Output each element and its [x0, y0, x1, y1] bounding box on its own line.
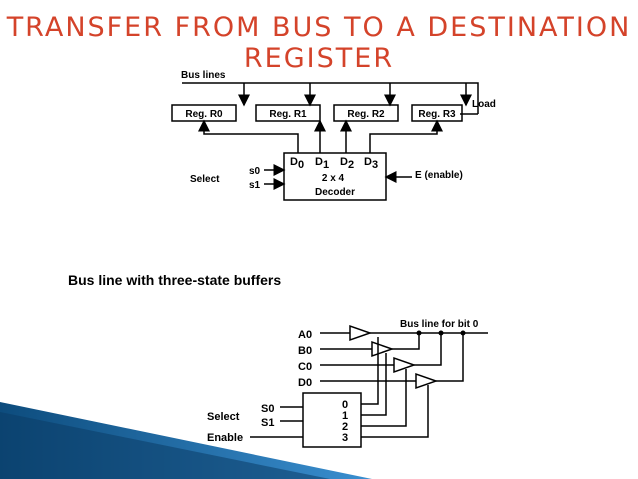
- enable-label-2: Enable: [207, 432, 243, 444]
- wire-dec3-enable: [361, 385, 429, 438]
- tri-state-buffer-c0: [393, 356, 417, 374]
- input-a0-label: A0: [298, 329, 312, 341]
- register-r3-label: Reg. R3: [418, 109, 456, 120]
- input-c0-label: C0: [298, 361, 312, 373]
- select-input-s0: s0: [249, 166, 261, 177]
- bus-line: [182, 82, 479, 114]
- wire-d3-to-r3: [369, 119, 443, 153]
- accent-bar-shadow: [0, 412, 330, 479]
- slide-title-line-1: TRANSFER FROM BUS TO A DESTINATION: [6, 12, 632, 43]
- accent-bar: [0, 402, 372, 479]
- decoder2-output-2: 2: [342, 421, 348, 433]
- tri-state-buffer-d0: [415, 372, 439, 390]
- tri-state-buffer-a0: [349, 324, 373, 342]
- three-state-bus-diagram: Bus line for bit 0 A0 B0 C0 D0 0 1: [207, 319, 488, 448]
- wire-buffer-d0-out: [436, 333, 464, 382]
- enable-label: E (enable): [415, 170, 463, 181]
- decoder-size-label: 2 x 4: [322, 173, 345, 184]
- select-label-2: Select: [207, 411, 240, 423]
- decoder-name-label: Decoder: [315, 187, 355, 198]
- section-title: Bus line with three-state buffers: [68, 272, 282, 288]
- register-r2-label: Reg. R2: [347, 109, 385, 120]
- decoder-block-2: [302, 392, 362, 448]
- decoder-output-d0: D0: [290, 156, 304, 171]
- wire-d0-to-r0: [198, 119, 299, 153]
- decoder2-output-0: 0: [342, 399, 348, 411]
- register-r1-label: Reg. R1: [269, 109, 307, 120]
- decoder2-output-3: 3: [342, 432, 348, 444]
- select-input-s0-2: S0: [261, 403, 274, 415]
- select-input-s1-2: S1: [261, 417, 274, 429]
- tri-state-buffer-b0: [371, 340, 395, 358]
- wire-buffer-c0-out: [414, 333, 442, 366]
- select-input-s1: s1: [249, 180, 261, 191]
- bus-line-bit0-label: Bus line for bit 0: [400, 319, 479, 330]
- select-label: Select: [190, 174, 220, 185]
- bus-register-diagram: Bus lines Load Reg. R0 Reg. R1 Reg. R2 R…: [171, 70, 496, 201]
- input-b0-label: B0: [298, 345, 312, 357]
- wire-dec1-enable: [361, 353, 387, 416]
- decoder2-output-1: 1: [342, 410, 348, 422]
- register-r1: [255, 104, 321, 122]
- wire-dec0-enable: [361, 337, 379, 405]
- decoder-output-d3: D3: [364, 156, 378, 171]
- decoder-output-d1: D1: [315, 156, 329, 171]
- slide-title-line-2: REGISTER: [243, 43, 395, 74]
- wire-dec2-enable: [361, 369, 407, 427]
- wire-buffer-b0-out: [392, 333, 420, 350]
- decoder-output-d2: D2: [340, 156, 354, 171]
- load-label: Load: [472, 99, 496, 110]
- register-r2: [333, 104, 399, 122]
- register-r0-label: Reg. R0: [185, 109, 223, 120]
- bus-lines-label: Bus lines: [181, 70, 226, 81]
- input-d0-label: D0: [298, 377, 312, 389]
